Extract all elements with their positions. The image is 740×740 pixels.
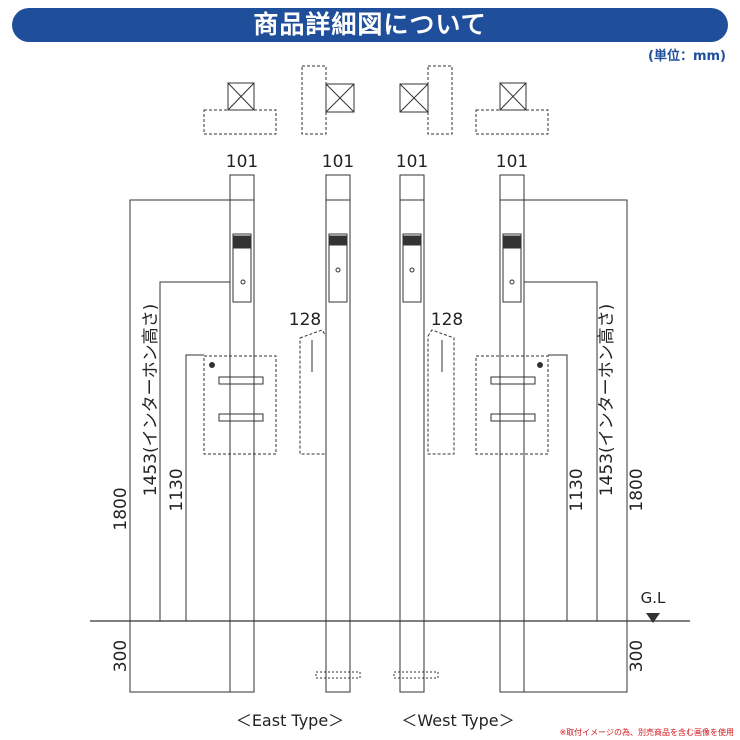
width-label-1: 101 xyxy=(226,152,258,172)
post-height-right: 1130 xyxy=(567,468,587,511)
page-title: 商品詳細図について xyxy=(253,10,487,39)
depth-label-west: 128 xyxy=(431,310,463,330)
intercom-height-left: 1453(インターホン高さ) xyxy=(141,304,161,497)
depth-label-east: 128 xyxy=(289,310,321,330)
width-label-3: 101 xyxy=(396,152,428,172)
ground-level-label: G.L xyxy=(641,589,666,607)
left-dimensions xyxy=(129,199,230,693)
top-view-1 xyxy=(203,82,277,135)
post-west-front xyxy=(475,174,549,693)
post-east-front xyxy=(203,174,277,693)
post-west-side xyxy=(393,174,455,693)
total-height-left: 1800 xyxy=(111,487,131,530)
ground-level-marker xyxy=(646,613,660,623)
east-type-label: ＜East Type＞ xyxy=(236,711,344,730)
unit-label: (単位：mm) xyxy=(648,49,726,64)
right-dimensions xyxy=(524,199,628,693)
buried-depth-right: 300 xyxy=(627,640,647,672)
top-view-2 xyxy=(301,65,355,135)
total-height-right: 1800 xyxy=(627,468,647,511)
top-view-4 xyxy=(475,82,549,135)
post-east-side xyxy=(299,174,361,693)
top-view-3 xyxy=(399,65,453,135)
footnote: ※取付イメージの為、別売商品を含む画像を使用 xyxy=(559,728,734,737)
width-label-4: 101 xyxy=(496,152,528,172)
post-height-left: 1130 xyxy=(167,468,187,511)
buried-depth-left: 300 xyxy=(111,640,131,672)
intercom-height-right: 1453(インターホン高さ) xyxy=(597,304,617,497)
title-banner: 商品詳細図について xyxy=(12,8,728,42)
west-type-label: ＜West Type＞ xyxy=(401,711,514,730)
width-label-2: 101 xyxy=(322,152,354,172)
